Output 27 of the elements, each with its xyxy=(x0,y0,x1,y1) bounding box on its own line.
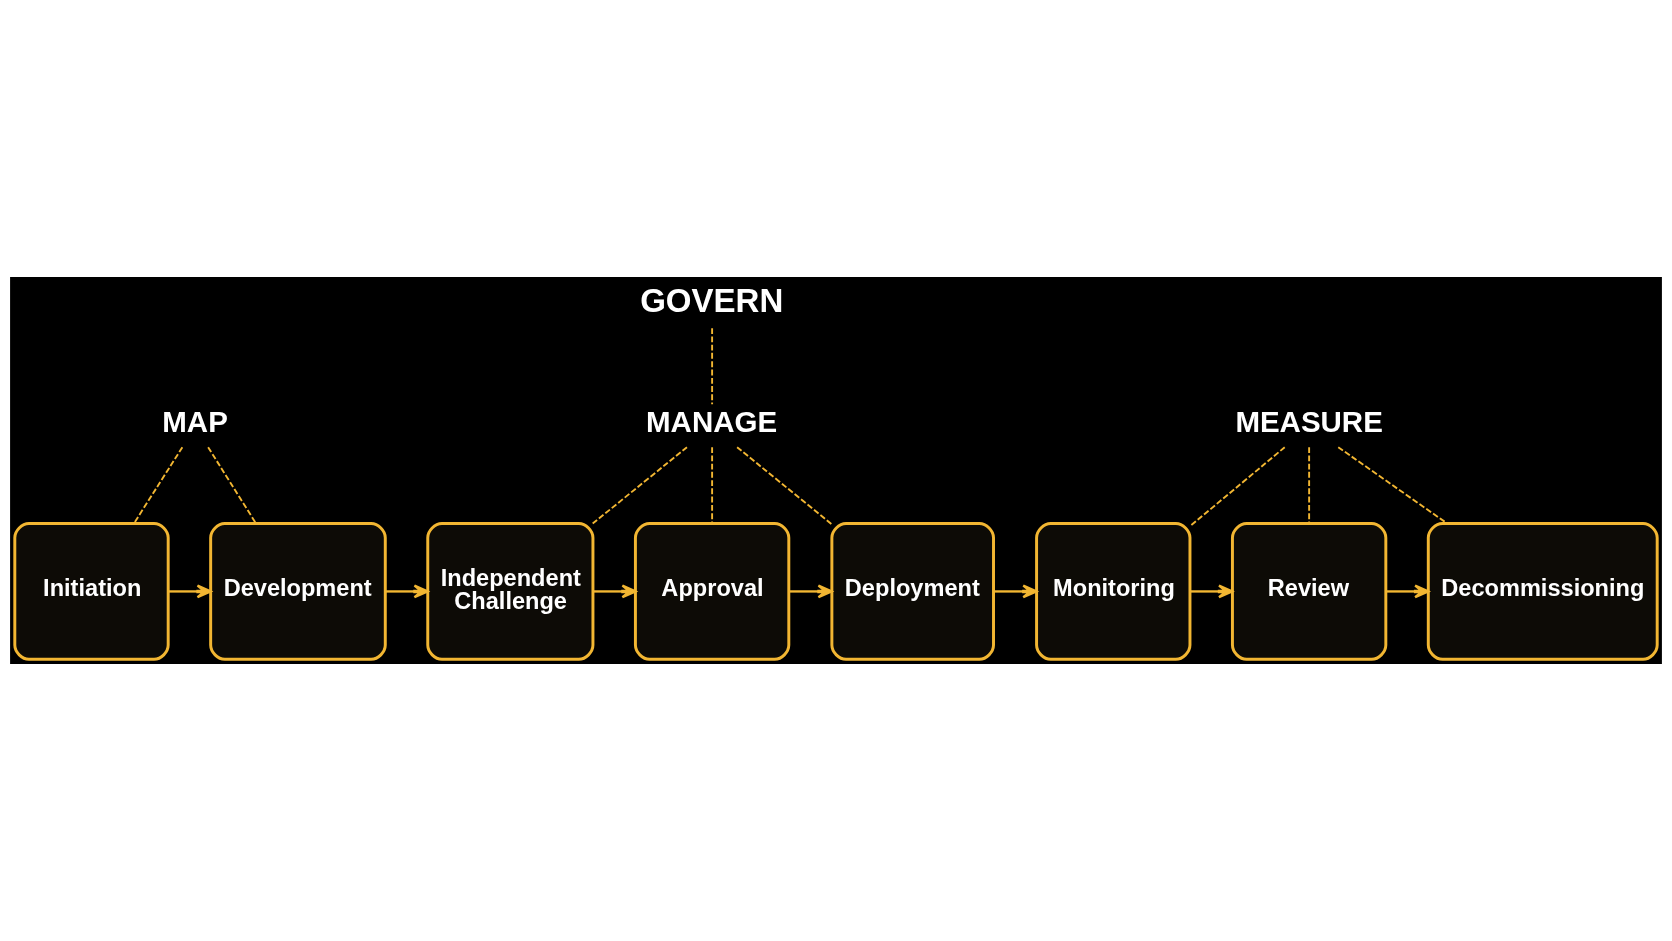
arrow xyxy=(385,584,429,599)
arrow xyxy=(1386,584,1430,599)
connector xyxy=(711,327,714,406)
node-text: MAP xyxy=(162,404,228,438)
node-box: Approval xyxy=(633,522,791,661)
node-text: MEASURE xyxy=(1235,404,1383,438)
arrow xyxy=(788,584,833,599)
arrow xyxy=(168,584,212,599)
arrow xyxy=(1190,584,1234,599)
connector xyxy=(711,446,714,525)
arrow xyxy=(993,584,1038,599)
node-box: Deployment xyxy=(830,522,995,661)
node-box: Monitoring xyxy=(1035,522,1192,661)
connector xyxy=(736,446,833,526)
connector xyxy=(591,446,688,525)
node-box: Review xyxy=(1230,522,1388,661)
connector xyxy=(207,446,258,525)
node-text: MANAGE xyxy=(646,404,778,438)
arrow xyxy=(593,584,637,599)
connector xyxy=(1308,446,1311,525)
node-box: Independent Challenge xyxy=(426,522,595,661)
connector xyxy=(1189,446,1286,528)
node-box: Development xyxy=(209,522,387,661)
node-text: GOVERN xyxy=(640,281,784,319)
node-box: Decommissioning xyxy=(1426,522,1659,661)
connector xyxy=(132,446,184,525)
node-box: Initiation xyxy=(13,522,170,661)
